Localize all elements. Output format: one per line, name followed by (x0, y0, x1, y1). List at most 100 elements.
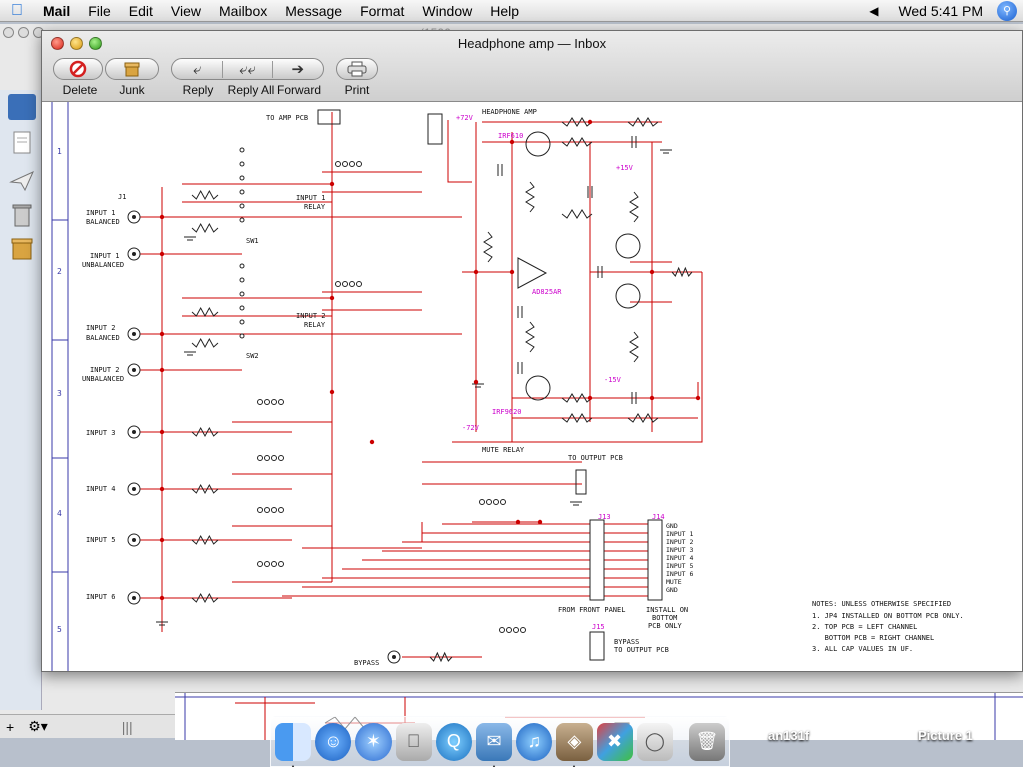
close-button[interactable] (51, 37, 64, 50)
apple-menu-icon[interactable]:  (0, 2, 34, 20)
system-prefs-icon[interactable]:  (395, 722, 432, 761)
relay-coil (264, 561, 270, 567)
menu-file[interactable]: File (88, 2, 111, 19)
desktop-item-picture1[interactable]: Picture 1 (918, 728, 973, 743)
input2-balanced-line1: INPUT 2 (86, 324, 116, 332)
volume-icon[interactable]: ◀ (869, 3, 879, 18)
menu-window[interactable]: Window (422, 2, 473, 19)
resistor (191, 592, 219, 604)
junction-dot (329, 181, 335, 187)
print-label: Print (344, 83, 370, 97)
dock-trash-icon[interactable]: 🗑 (688, 722, 726, 761)
relay-coil (264, 399, 270, 405)
delete-button[interactable] (53, 58, 103, 80)
to-amp-pcb-label: TO AMP PCB (266, 114, 308, 122)
input1-balanced-line1: INPUT 1 (86, 209, 116, 217)
relay-coil (257, 399, 263, 405)
input2-relay-line1: INPUT 2 (296, 312, 326, 320)
input1-unbalanced-line2: UNBALANCED (82, 261, 124, 269)
background-window-controls (3, 27, 44, 38)
quicktime-icon[interactable]: Q (435, 722, 472, 761)
mail-message-window: Headphone amp — Inbox ⤶ ⤶⤶ ➔ Delete Junk… (41, 30, 1023, 672)
junction-dot (329, 389, 335, 395)
junction-dot (649, 395, 655, 401)
itunes-icon[interactable]: ♫ (516, 722, 553, 761)
menu-view[interactable]: View (170, 2, 202, 19)
junction-dot (587, 119, 593, 125)
printer-icon (347, 61, 367, 77)
menu-edit[interactable]: Edit (128, 2, 153, 19)
junction-dot (369, 439, 375, 445)
window-title: Headphone amp — Inbox (457, 36, 607, 51)
j13-label: J13 (598, 513, 611, 521)
x11-icon[interactable]: ✖ (596, 722, 633, 761)
junction-dot (537, 519, 543, 525)
jack-connector (127, 327, 141, 341)
relay-coil (257, 507, 263, 513)
menu-mailbox[interactable]: Mailbox (219, 2, 268, 19)
reply-all-arrow-icon[interactable]: ⤶⤶ (222, 60, 273, 78)
menu-help[interactable]: Help (490, 2, 520, 19)
reply-arrow-icon[interactable]: ⤶ (192, 60, 202, 78)
resistor (191, 189, 219, 201)
input2-balanced-line2: BALANCED (86, 334, 120, 342)
relay-coil (278, 507, 284, 513)
menu-app-mail[interactable]: Mail (43, 2, 71, 19)
safari-icon[interactable]: ✶ (355, 722, 392, 761)
junction-dot (473, 269, 479, 275)
menu-clock[interactable]: Wed 5:41 PM (898, 2, 983, 19)
inbox-icon[interactable] (8, 94, 36, 120)
dvd-player-icon[interactable]: ◯ (636, 722, 673, 761)
connector-pin-label: GND (666, 522, 678, 530)
add-mailbox-icon[interactable]: + (6, 718, 15, 735)
jack-pin (132, 596, 136, 600)
iphoto-icon[interactable]: ◈ (556, 722, 593, 767)
forward-arrow-icon[interactable]: ➔ (291, 61, 305, 78)
connector-j18 (427, 113, 443, 145)
mail-app-icon[interactable]: ✉ (475, 722, 513, 767)
relay-coil (342, 161, 348, 167)
zoom-button[interactable] (89, 37, 102, 50)
ichat-icon[interactable]: ☺ (315, 722, 352, 761)
j15-label: J15 (592, 623, 605, 631)
jack-connector (127, 247, 141, 261)
menu-format[interactable]: Format (360, 2, 405, 19)
jack-connector (127, 591, 141, 605)
sent-icon[interactable] (8, 168, 36, 194)
relay-coil (513, 627, 519, 633)
junk-folder-icon[interactable] (8, 236, 36, 262)
resistor (561, 413, 593, 423)
install-bottom-line2: BOTTOM (652, 614, 677, 622)
relay-coil (520, 627, 526, 633)
switch-contact (239, 319, 245, 325)
gear-icon[interactable]: ⚙▾ (28, 718, 48, 734)
drafts-icon[interactable] (8, 130, 36, 156)
relay-coil (506, 627, 512, 633)
print-button[interactable] (336, 58, 378, 80)
jack-pin (132, 252, 136, 256)
to-output-pcb-label: TO OUTPUT PCB (568, 454, 623, 462)
relay-coil (278, 455, 284, 461)
install-bottom-line1: INSTALL ON (646, 606, 688, 614)
junction-dot (159, 251, 165, 257)
schematic-diagram: 1 2 3 4 5 TO AMP PCB HEADPHONE AMP J1 IN… (51, 102, 964, 671)
menu-message[interactable]: Message (285, 2, 343, 19)
desktop-item-an131f[interactable]: an131f (768, 728, 810, 743)
window-toolbar: Headphone amp — Inbox ⤶ ⤶⤶ ➔ Delete Junk… (42, 31, 1022, 102)
resistor (629, 191, 639, 223)
row-marker-2: 2 (57, 267, 62, 276)
from-front-panel-label: FROM FRONT PANEL (558, 606, 625, 614)
note-line-0: NOTES: UNLESS OTHERWISE SPECIFIED (812, 600, 951, 608)
resistor (191, 426, 219, 438)
spotlight-icon[interactable]: ⚲ (997, 0, 1017, 21)
trash-icon[interactable] (8, 202, 36, 228)
opamp-label: AD825AR (532, 288, 562, 296)
j1-label: J1 (118, 193, 126, 201)
finder-icon[interactable] (275, 722, 312, 767)
note-line-1: 1. JP4 INSTALLED ON BOTTOM PCB ONLY. (812, 612, 964, 620)
delete-label: Delete (62, 83, 98, 97)
jack-pin (392, 655, 396, 659)
junk-button[interactable] (105, 58, 159, 80)
minimize-button[interactable] (70, 37, 83, 50)
resize-handle-icon[interactable]: ||| (121, 718, 133, 735)
